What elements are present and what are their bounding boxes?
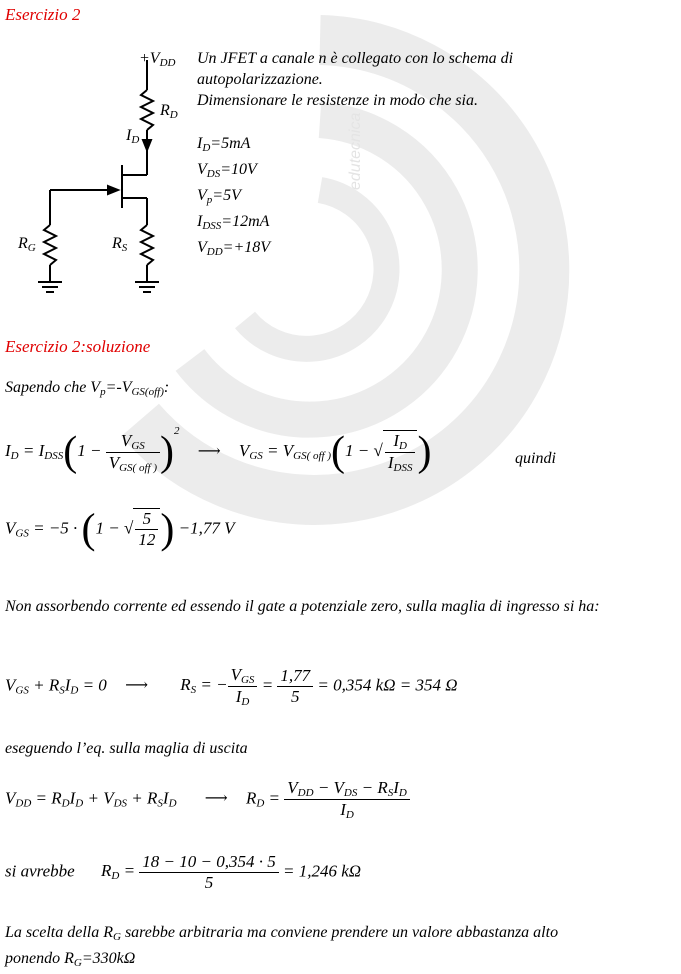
exercise-title: Esercizio 2	[5, 5, 81, 24]
rs-label: RS	[112, 235, 128, 254]
paragraph-rg-choice: La scelta della RG sarebbe arbitraria ma…	[5, 924, 559, 969]
paragraph-output-loop: eseguendo l’eq. sulla maglia di uscita	[5, 740, 248, 757]
solution-title: Esercizio 2:soluzione	[5, 337, 151, 356]
id-label: ID	[126, 127, 140, 146]
given-vds: VDS=10V	[197, 161, 257, 180]
given-idss: IDSS=12mA	[197, 213, 270, 232]
given-vp: Vp=5V	[197, 187, 241, 206]
sapendo-line: Sapendo che Vp=-VGS(off):	[5, 379, 170, 398]
given-vdd: VDD=+18V	[197, 239, 271, 258]
quindi-label: quindi	[515, 450, 556, 467]
watermark-logo: edutecnica	[121, 15, 570, 525]
problem-line-2: autopolarizzazione.	[197, 71, 323, 88]
svg-text:edutecnica: edutecnica	[347, 113, 364, 190]
paragraph-input-loop: Non assorbendo corrente ed essendo il ga…	[5, 598, 600, 615]
rd-label: RD	[160, 102, 178, 121]
given-data-list: ID=5mA VDS=10V Vp=5V IDSS=12mA VDD=+18V	[197, 133, 270, 263]
equation-rd-formula: VDD = RDID + VDS + RSID ⟶ RD = VDD − VDS…	[5, 778, 410, 821]
vdd-label: +VDD	[139, 50, 176, 69]
problem-line-3: Dimensionare le resistenze in modo che s…	[197, 92, 478, 109]
problem-line-1: Un JFET a canale n è collegato con lo sc…	[197, 50, 514, 67]
given-id: ID=5mA	[197, 135, 251, 154]
jfet-circuit-diagram	[38, 60, 159, 293]
rg-label: RG	[18, 235, 36, 254]
